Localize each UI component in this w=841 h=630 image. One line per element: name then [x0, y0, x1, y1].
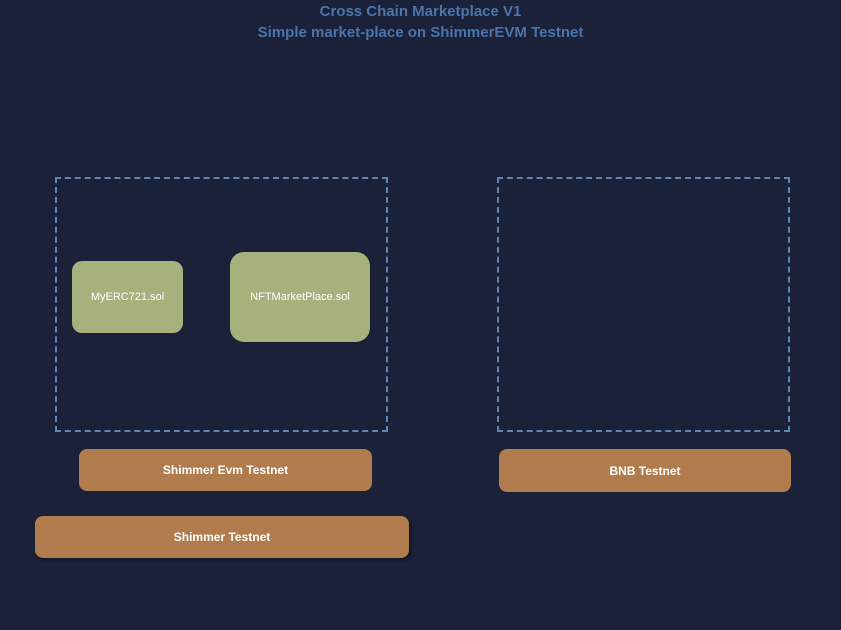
chain-bar-shimmer-testnet[interactable]: Shimmer Testnet [35, 516, 409, 558]
chain-bar-label: Shimmer Evm Testnet [162, 463, 289, 477]
contract-node-nftmarketplace[interactable]: NFTMarketPlace.sol [230, 252, 370, 342]
chain-bar-bnb-testnet[interactable]: BNB Testnet [499, 449, 791, 492]
chain-bar-shimmer-evm-testnet[interactable]: Shimmer Evm Testnet [79, 449, 372, 491]
page-title: Cross Chain Marketplace V1 [319, 3, 522, 20]
contract-node-myerc721[interactable]: MyERC721.sol [72, 261, 183, 333]
page-subtitle: Simple market-place on ShimmerEVM Testne… [257, 24, 584, 41]
contract-node-label: MyERC721.sol [90, 291, 165, 303]
chain-bar-label: BNB Testnet [609, 463, 681, 478]
chain-bar-label: Shimmer Testnet [173, 530, 271, 544]
shimmer-evm-container [55, 177, 388, 432]
bnb-container [497, 177, 790, 432]
contract-node-label: NFTMarketPlace.sol [250, 291, 350, 303]
diagram-title-block: Cross Chain Marketplace V1 Simple market… [0, 1, 841, 43]
